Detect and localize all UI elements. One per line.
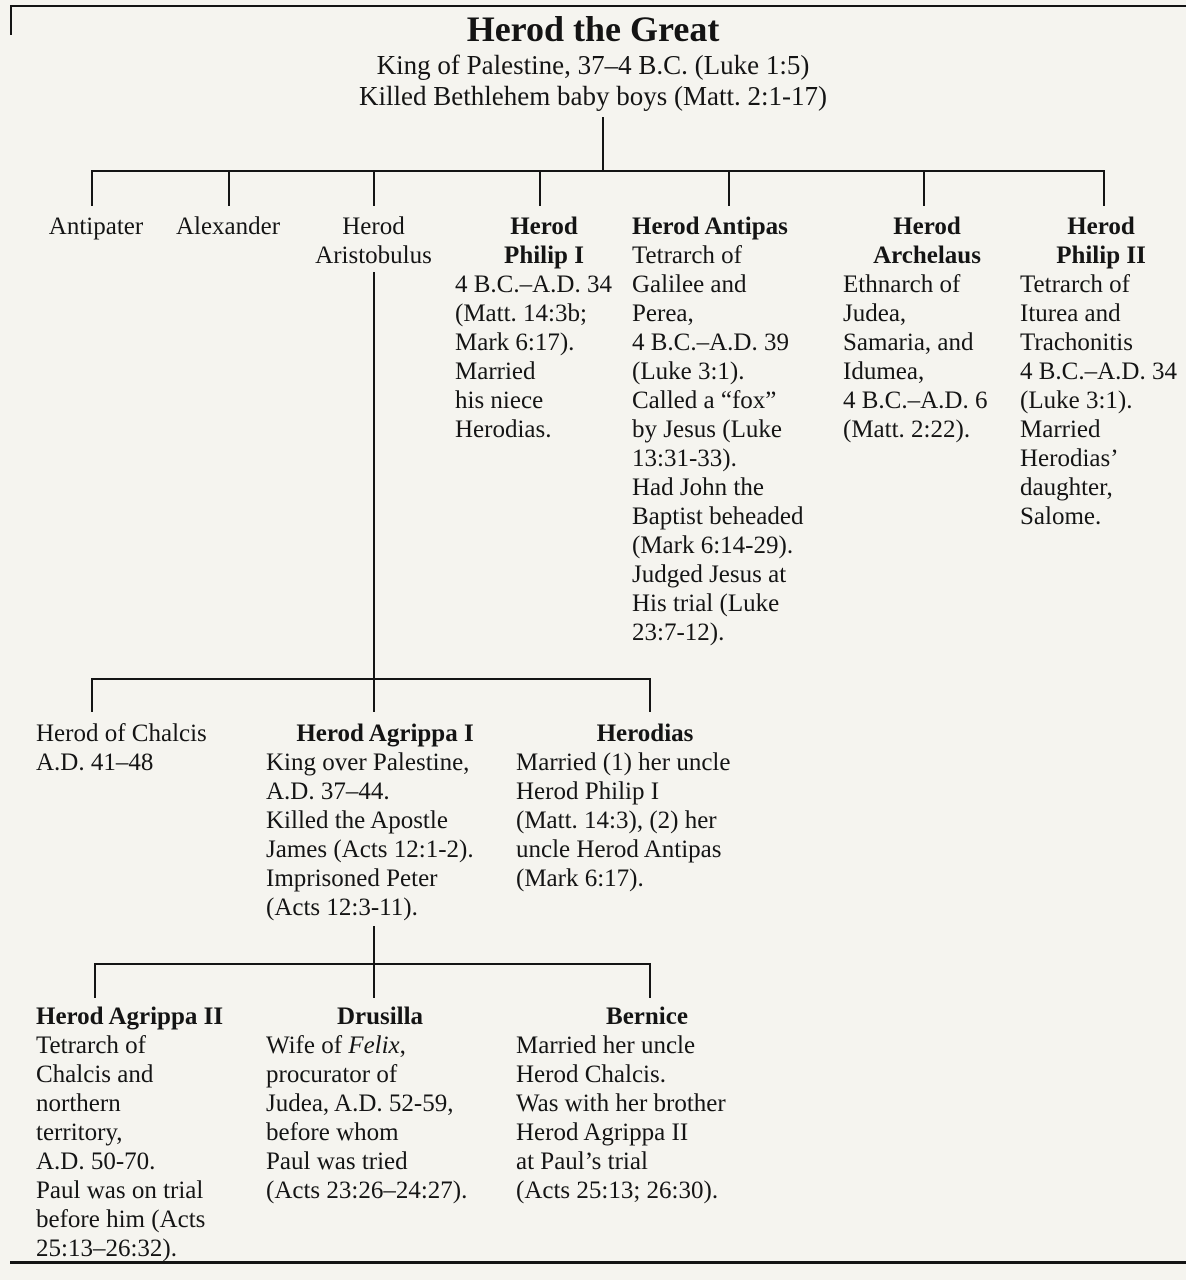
node-herod-agrippa-1: Herod Agrippa I King over Palestine, A.D… [266,719,504,922]
felix-italic: Felix [348,1032,400,1059]
herodias-description: Married (1) her uncle Herod Philip I (Ma… [516,749,731,892]
node-herod-philip-2: Herod Philip II Tetrarch of Iturea and T… [1020,212,1182,531]
node-antipater: Antipater [36,212,156,241]
gen1-stub-philip1 [539,170,541,206]
drusilla-name: Drusilla [336,1003,424,1030]
root-stem [602,117,604,171]
agrippa2-description: Tetrarch of Chalcis and northern territo… [36,1032,206,1262]
gen2-stub-chalcis [91,678,93,712]
drusilla-desc-segment: , procurator of Judea, A.D. 52-59, befor… [266,1032,468,1204]
gen2-stub-herodias [649,678,651,712]
node-herod-agrippa-2: Herod Agrippa II Tetrarch of Chalcis and… [36,1002,248,1263]
philip1-description: 4 B.C.–A.D. 34 (Matt. 14:3b; Mark 6:17).… [455,271,612,443]
node-herod-of-chalcis: Herod of Chalcis A.D. 41–48 [36,719,246,777]
node-herod-philip-1: Herod Philip I 4 B.C.–A.D. 34 (Matt. 14:… [455,212,633,444]
gen2-stub-agrippa1 [373,678,375,712]
page-border-top-left [10,5,12,35]
gen1-stub-antipas [728,170,730,206]
gen1-stub-archelaus [923,170,925,206]
alexander-name: Alexander [175,213,281,240]
gen1-stub-philip2 [1103,170,1105,206]
antipas-name: Herod Antipas [632,213,788,240]
antipas-description: Tetrarch of Galilee and Perea, 4 B.C.–A.… [632,242,804,646]
aristobulus-stem [373,272,375,680]
gen1-stub-antipater [91,170,93,206]
node-drusilla: Drusilla Wife of Felix, procurator of Ju… [266,1002,494,1205]
archelaus-description: Ethnarch of Judea, Samaria, and Idumea, … [843,271,988,443]
node-herod-antipas: Herod Antipas Tetrarch of Galilee and Pe… [632,212,834,647]
gen3-stub-drusilla [373,963,375,998]
philip2-name: Herod Philip II [1056,213,1146,269]
gen1-stub-alexander [228,170,230,206]
drusilla-desc-segment: Wife of [266,1032,349,1059]
philip2-description: Tetrarch of Iturea and Trachonitis 4 B.C… [1020,271,1177,530]
gen1-rail [91,170,1105,172]
chart-title: Herod the Great [466,9,720,49]
chalcis-description: A.D. 41–48 [36,749,154,776]
antipater-name: Antipater [48,213,144,240]
bernice-description: Married her uncle Herod Chalcis. Was wit… [516,1032,726,1204]
drusilla-description: Wife of Felix, procurator of Judea, A.D.… [266,1031,494,1205]
gen3-stub-bernice [649,963,651,998]
page-border-top [10,5,1186,7]
page-border-bottom [10,1261,1186,1264]
node-herod-aristobulus: Herod Aristobulus [296,212,451,270]
gen1-stub-aristobulus [373,170,375,206]
archelaus-name: Herod Archelaus [873,213,981,269]
gen3-rail [94,963,651,965]
node-alexander: Alexander [164,212,292,241]
agrippa1-name: Herod Agrippa I [296,720,474,747]
aristobulus-name: Herod Aristobulus [315,213,432,269]
gen3-stub-agrippa2 [94,963,96,998]
chalcis-name: Herod of Chalcis [36,720,207,747]
root-subtitle-line1: King of Palestine, 37–4 B.C. (Luke 1:5) [376,50,810,80]
gen2-rail [91,678,651,680]
philip1-name: Herod Philip I [504,213,584,269]
herodias-name: Herodias [596,720,694,747]
agrippa1-description: King over Palestine, A.D. 37–44. Killed … [266,749,474,921]
node-herod-archelaus: Herod Archelaus Ethnarch of Judea, Samar… [843,212,1011,444]
bernice-name: Bernice [606,1003,688,1030]
node-bernice: Bernice Married her uncle Herod Chalcis.… [516,1002,778,1205]
node-herodias: Herodias Married (1) her uncle Herod Phi… [516,719,774,893]
chart-header: Herod the Great King of Palestine, 37–4 … [0,8,1186,112]
agrippa1-stem [373,926,375,965]
agrippa2-name: Herod Agrippa II [36,1003,224,1030]
root-subtitle-line2: Killed Bethlehem baby boys (Matt. 2:1-17… [359,81,827,111]
